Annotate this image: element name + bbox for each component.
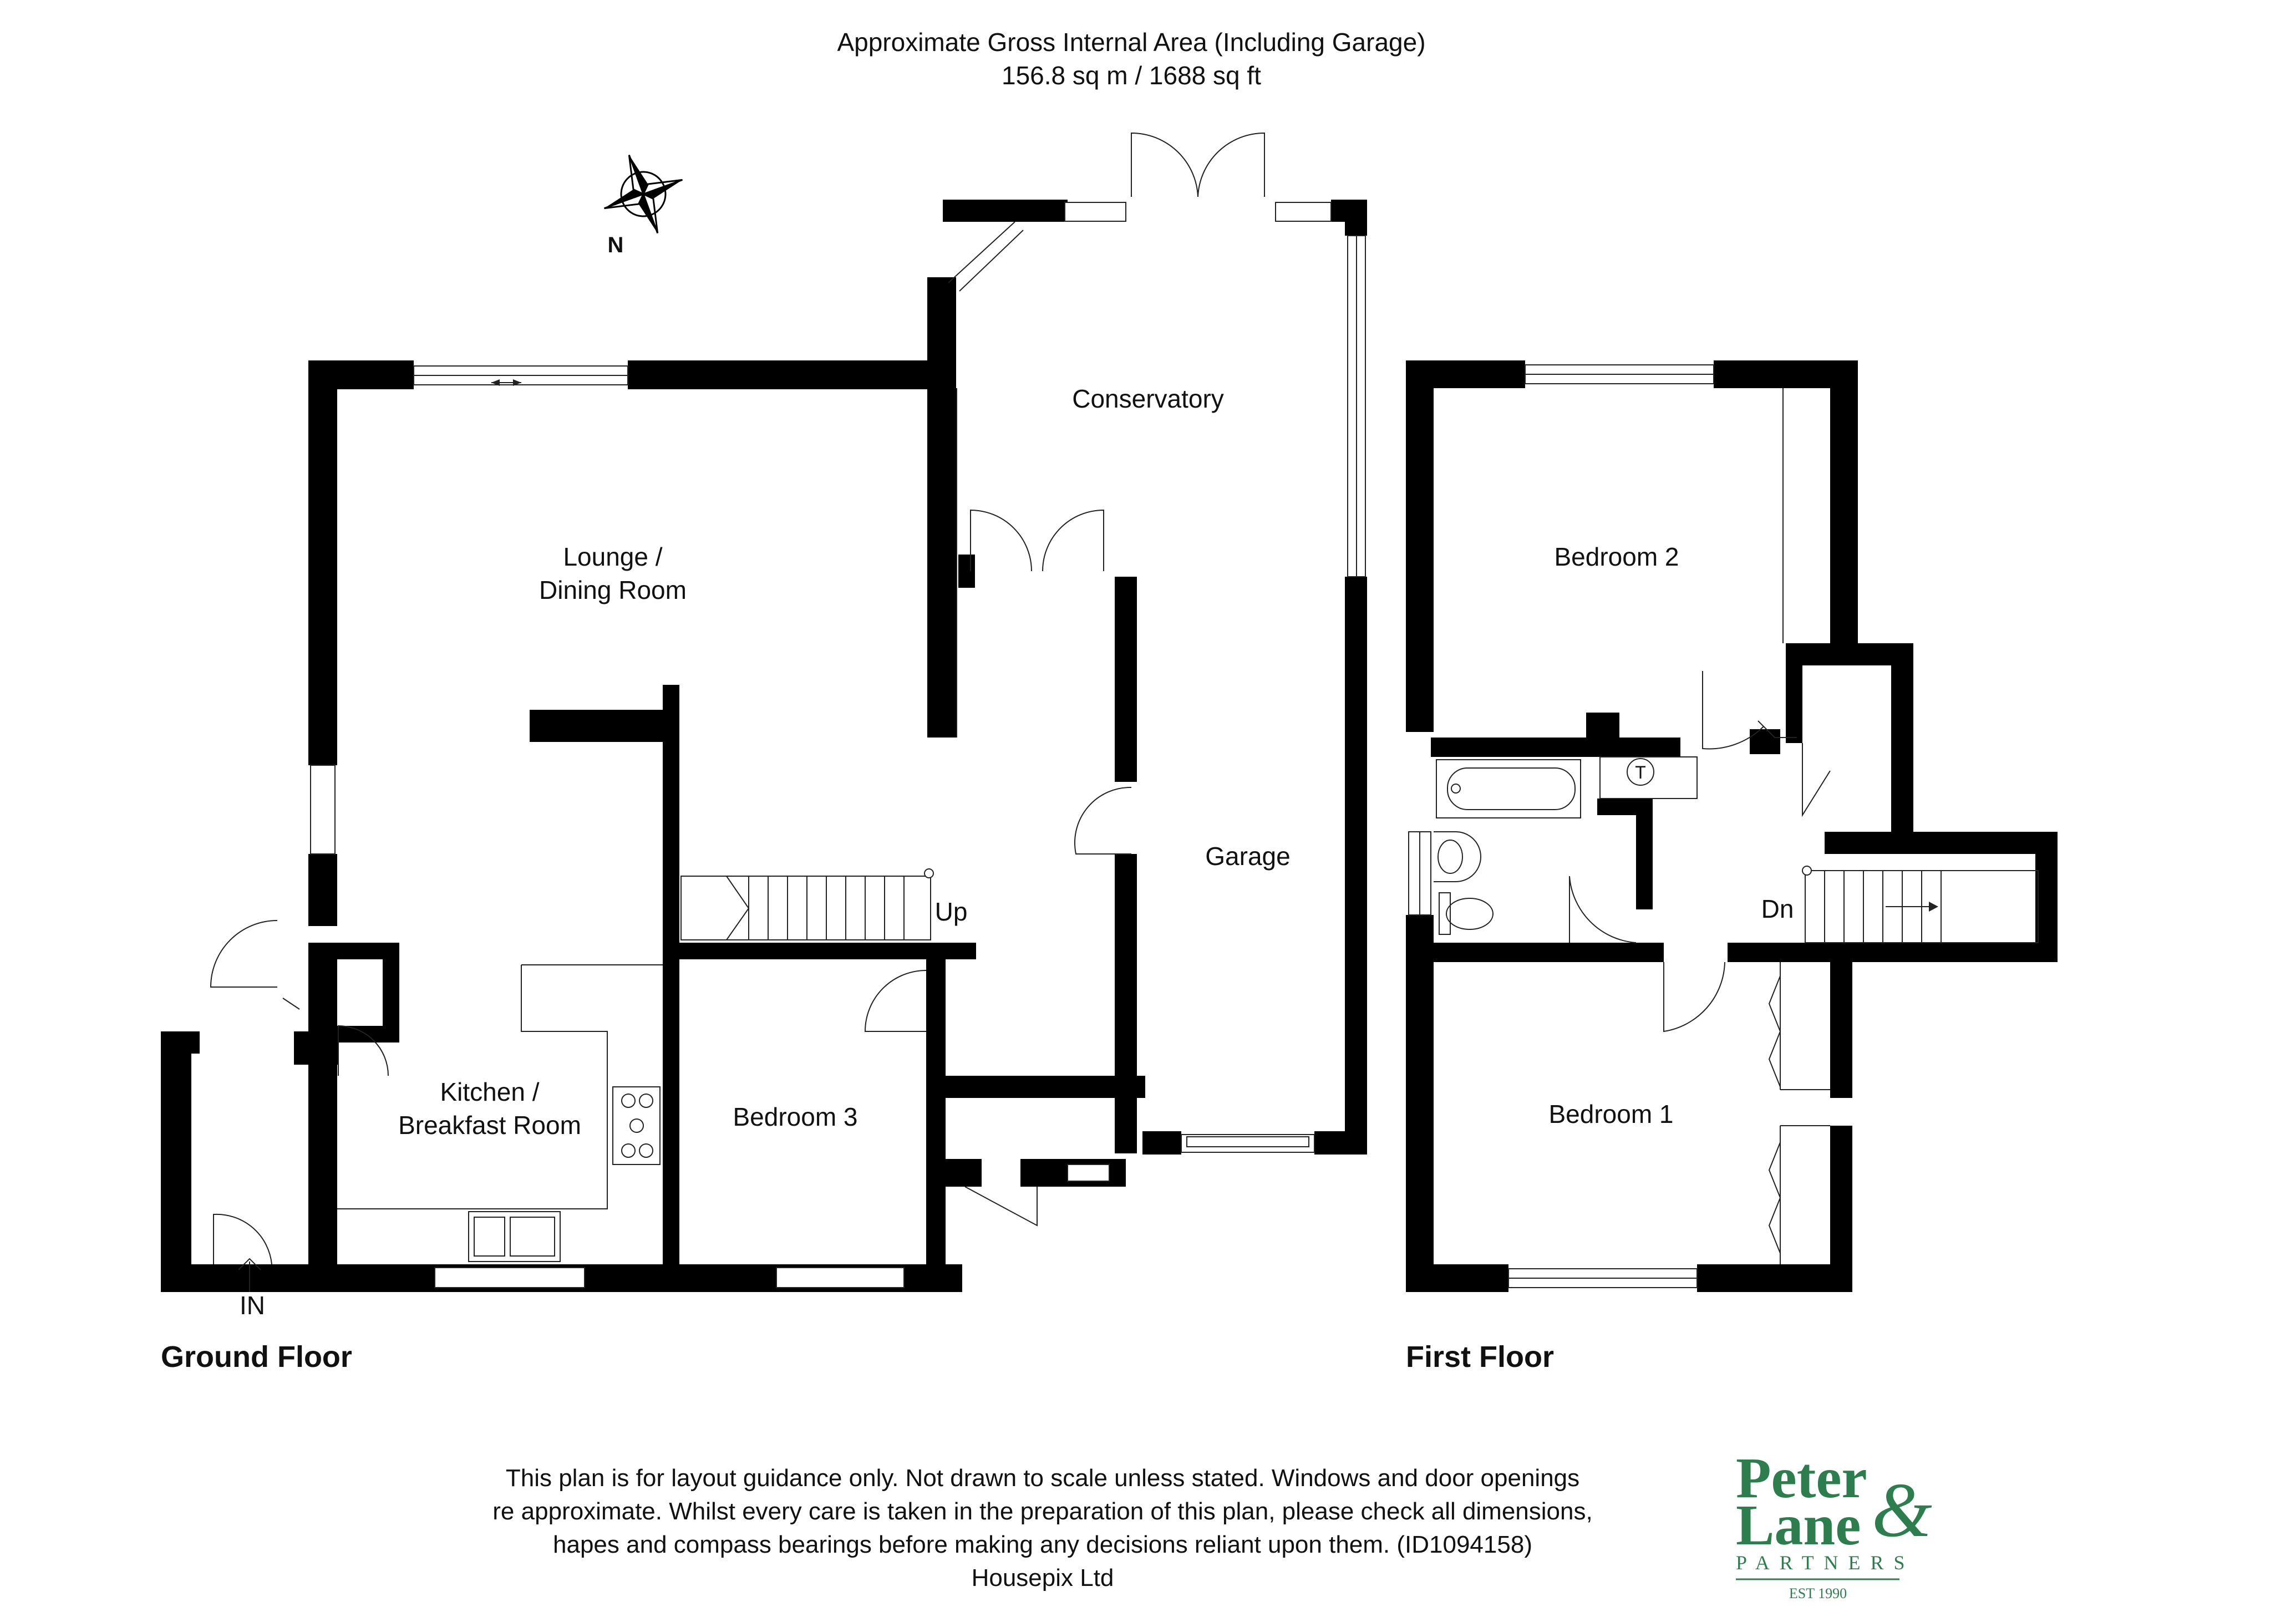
entrance-arrow-icon [238, 1258, 261, 1292]
logo-partners: PARTNERS [1736, 1552, 1915, 1574]
logo-line-2: Lane [1736, 1493, 1861, 1557]
stairs-up-label: Up [935, 897, 968, 926]
disclaimer-line-4: Housepix Ltd [972, 1564, 1114, 1591]
disclaimer-line-1: This plan is for layout guidance only. N… [506, 1464, 1579, 1492]
first-floor-windows [1408, 364, 1714, 1288]
area-value: 156.8 sq m / 1688 sq ft [1002, 61, 1261, 90]
ground-floor-walls [161, 200, 1367, 1292]
room-label-kitchen-line1: Kitchen / [440, 1077, 540, 1106]
water-tank-label: T [1635, 762, 1646, 782]
disclaimer-line-2: re approximate. Whilst every care is tak… [492, 1498, 1592, 1525]
area-title: Approximate Gross Internal Area (Includi… [837, 28, 1425, 57]
stairs-up-icon [680, 868, 934, 940]
bath-icon [1436, 759, 1581, 818]
water-tank-icon [1599, 756, 1698, 799]
logo-est: EST 1990 [1789, 1585, 1847, 1601]
peter-lane-partners-logo: Peter Lane & PARTNERS EST 1990 [1736, 1446, 1932, 1601]
ground-floor-doors [210, 132, 1265, 1265]
stairs-down-label: Dn [1761, 894, 1794, 923]
room-label-bedroom3: Bedroom 3 [733, 1102, 857, 1131]
first-floor-doors [1569, 388, 1831, 1264]
first-floor-title: First Floor [1406, 1340, 1554, 1374]
ground-floor-title: Ground Floor [161, 1340, 352, 1374]
ground-floor-fixtures [238, 388, 1309, 1292]
first-floor-fixtures: T [1434, 756, 2039, 943]
first-floor-walls [1406, 360, 2058, 1292]
toilet-icon [1439, 892, 1494, 935]
compass-north-label: N [608, 233, 624, 257]
disclaimer-line-3: hapes and compass bearings before making… [553, 1531, 1532, 1558]
kitchen-sink-icon [468, 1211, 561, 1262]
room-label-bedroom1: Bedroom 1 [1548, 1100, 1673, 1128]
room-label-lounge-line2: Dining Room [539, 576, 687, 604]
room-label-kitchen-line2: Breakfast Room [398, 1111, 581, 1140]
room-label-conservatory: Conservatory [1072, 384, 1224, 413]
ground-floor-windows [310, 202, 1366, 1288]
room-label-garage: Garage [1205, 842, 1290, 871]
room-label-lounge-line1: Lounge / [563, 542, 662, 571]
entrance-label: IN [240, 1291, 265, 1320]
wash-basin-icon [1434, 831, 1481, 882]
room-label-bedroom2: Bedroom 2 [1554, 542, 1679, 571]
stairs-down-icon [1802, 866, 2039, 943]
compass-rose-icon [604, 155, 683, 233]
logo-ampersand: & [1872, 1467, 1932, 1553]
logo-line-1: Peter [1736, 1446, 1867, 1510]
